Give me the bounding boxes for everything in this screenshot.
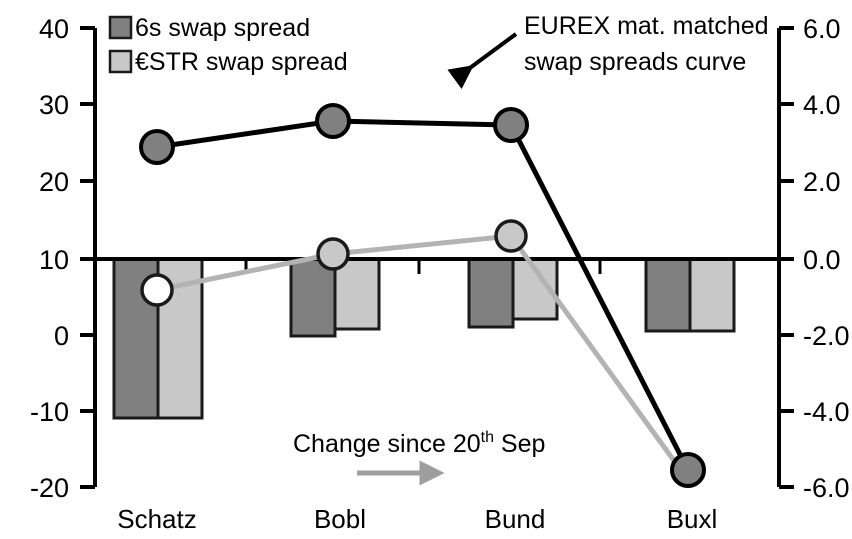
right-tick-label-neg6: -6.0 xyxy=(803,473,850,503)
category-labels: Schatz Bobl Bund Buxl xyxy=(117,504,717,534)
cat-label-bobl: Bobl xyxy=(314,504,366,534)
black-marker-buxl xyxy=(670,452,706,488)
legend-label-estr: €STR swap spread xyxy=(135,48,348,76)
down-left-arrow-icon xyxy=(447,32,518,89)
bar-bobl-estr xyxy=(333,257,381,331)
bar-bobl-6s xyxy=(289,257,337,338)
annotation-change-suffix: Sep xyxy=(494,430,545,458)
cat-label-schatz: Schatz xyxy=(117,504,197,534)
legend-swatch-estr xyxy=(108,49,133,74)
left-tick-label-20: 20 xyxy=(39,167,69,197)
black-marker-bund xyxy=(493,107,529,143)
annotation-eurex-curve: EUREX mat. matched swap spreads curve xyxy=(447,12,769,89)
left-axis: 40 30 20 10 0 -10 -20 xyxy=(30,14,97,503)
annotation-change-since: Change since 20th Sep xyxy=(293,429,545,486)
gray-marker-schatz xyxy=(140,273,174,307)
legend-swatch-6s xyxy=(108,15,133,40)
black-line-path xyxy=(156,118,691,472)
right-tick-label-6: 6.0 xyxy=(803,14,841,44)
right-tick-label-4: 4.0 xyxy=(803,90,841,120)
line-series-eurex-curve xyxy=(139,103,706,488)
gray-marker-bobl xyxy=(316,237,350,271)
left-tick-label-30: 30 xyxy=(39,90,69,120)
right-tick-label-2: 2.0 xyxy=(803,167,841,197)
left-tick-label-40: 40 xyxy=(39,14,69,44)
right-tick-label-0: 0.0 xyxy=(803,245,841,275)
annotation-change-prefix: Change since 20 xyxy=(293,430,481,458)
bar-buxl-estr xyxy=(688,257,736,333)
left-tick-label-neg10: -10 xyxy=(30,397,69,427)
left-tick-label-0: 0 xyxy=(54,321,69,351)
black-marker-bobl xyxy=(315,103,351,139)
chart-legend: 6s swap spread €STR swap spread xyxy=(108,14,348,76)
line-series-change-since xyxy=(140,219,691,482)
left-tick-label-10: 10 xyxy=(39,245,69,275)
right-tick-label-neg2: -2.0 xyxy=(803,321,850,351)
black-marker-schatz xyxy=(139,129,175,165)
annotation-eurex-line2: swap spreads curve xyxy=(524,48,746,76)
annotation-change-sup: th xyxy=(481,429,494,446)
annotation-eurex-line1: EUREX mat. matched xyxy=(524,12,769,40)
gray-line-path xyxy=(156,233,691,482)
left-tick-label-neg20: -20 xyxy=(30,473,69,503)
right-tick-label-neg4: -4.0 xyxy=(803,397,850,427)
cat-label-buxl: Buxl xyxy=(667,504,718,534)
legend-label-6s: 6s swap spread xyxy=(135,14,310,42)
bar-buxl-6s xyxy=(644,257,692,333)
cat-label-bund: Bund xyxy=(485,504,546,534)
gray-marker-bund xyxy=(494,219,528,253)
annotation-change-text: Change since 20th Sep xyxy=(293,429,545,458)
bar-bund-6s xyxy=(467,257,515,329)
